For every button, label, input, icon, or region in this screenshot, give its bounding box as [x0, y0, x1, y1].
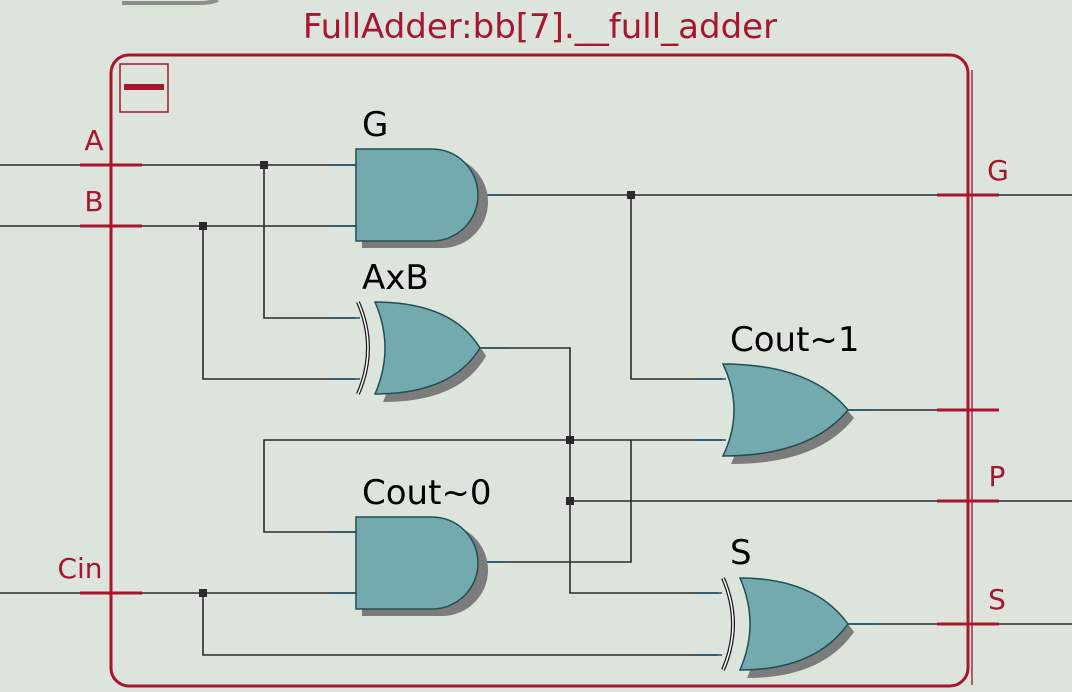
output-port-s-label: S [988, 583, 1006, 616]
gate-axb-xor[interactable]: AxB [356, 258, 486, 402]
input-port-b[interactable]: B [80, 185, 142, 228]
minus-icon [124, 84, 164, 90]
input-port-cin[interactable]: Cin [57, 552, 142, 595]
block-title: FullAdder:bb[7].__full_adder [303, 7, 777, 47]
gate-g-label: G [362, 105, 388, 145]
gate-cout1-label: Cout~1 [730, 320, 860, 360]
gate-g-and[interactable]: G [355, 105, 488, 248]
gate-cout0-and[interactable]: Cout~0 [355, 473, 492, 616]
gate-cout1-or[interactable]: Cout~1 [721, 320, 860, 464]
output-port-s[interactable]: S [937, 583, 1006, 626]
output-port-p[interactable]: P [937, 460, 1006, 503]
junction-dots [199, 161, 635, 597]
output-port-g[interactable]: G [937, 154, 1009, 197]
gate-axb-label: AxB [362, 258, 429, 298]
gate-s-label: S [730, 533, 752, 573]
neighbor-block-edge [122, 0, 219, 5]
output-port-g-label: G [987, 154, 1009, 187]
input-port-a[interactable]: A [80, 124, 142, 167]
gate-s-xor[interactable]: S [721, 533, 854, 678]
gate-cout0-label: Cout~0 [362, 473, 492, 513]
input-port-cin-label: Cin [57, 552, 102, 585]
collapse-button[interactable] [119, 63, 169, 113]
output-port-p-label: P [989, 460, 1006, 493]
block-border[interactable] [109, 53, 970, 688]
input-port-b-label: B [84, 185, 103, 218]
input-port-a-label: A [84, 124, 103, 157]
wires [0, 164, 1072, 656]
